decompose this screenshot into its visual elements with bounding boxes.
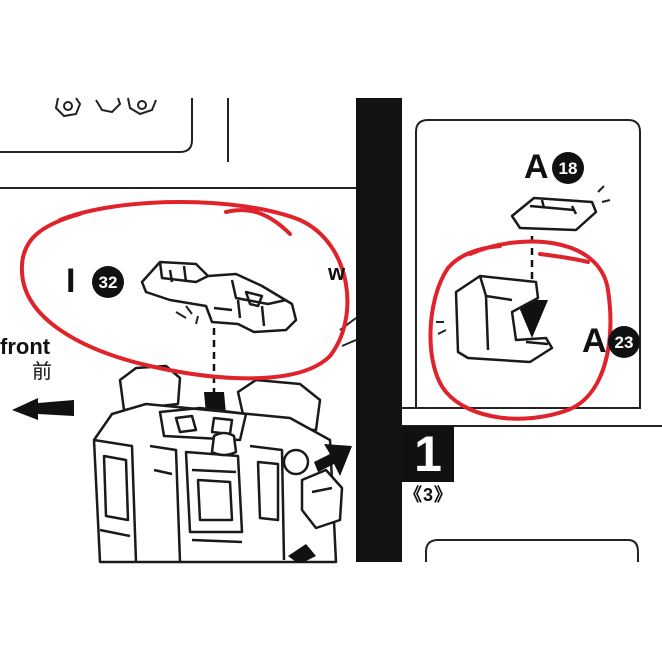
top-partial-box — [0, 98, 229, 162]
press-marks — [175, 305, 199, 325]
part-a18-drawing — [510, 196, 598, 232]
bottom-arrow — [288, 544, 316, 562]
torso-drawing — [92, 364, 344, 564]
part-number-badge-32: 32 — [92, 266, 124, 298]
hex-nut-icons — [54, 97, 157, 118]
step-count-label: 《3》 — [404, 485, 454, 505]
red-annotation-left — [19, 200, 350, 381]
front-direction-jp-label: 前 — [32, 361, 52, 383]
a18-press-marks — [597, 185, 611, 203]
red-annotation-right — [428, 239, 613, 421]
page-divider — [356, 98, 402, 562]
part-number-badge-23: 23 — [608, 326, 640, 358]
part-label-a-top: A — [524, 148, 549, 186]
front-direction-label: front — [0, 334, 51, 359]
cut-off-label: w — [328, 260, 346, 285]
arm-arrow — [314, 444, 352, 476]
a23-press-marks — [436, 321, 447, 335]
part-number-badge-18: 18 — [552, 152, 584, 184]
front-direction-arrow — [12, 398, 74, 420]
step-number-box: 1 — [402, 426, 454, 482]
part-i32-drawing — [140, 260, 298, 334]
part-label-i: I — [66, 262, 76, 300]
part-label-a-bottom: A — [582, 322, 607, 360]
part-a23-drawing — [454, 274, 554, 364]
